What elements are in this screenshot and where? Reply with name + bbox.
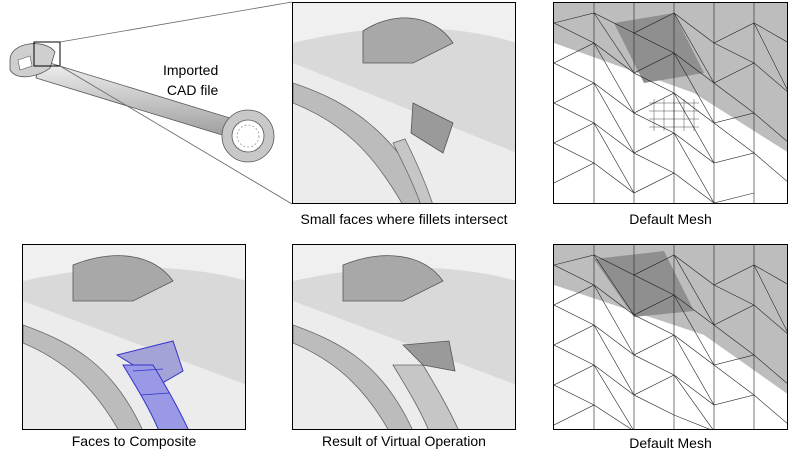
caption-default-mesh-bottom: Default Mesh [629, 435, 712, 451]
panel-default-mesh-top [553, 2, 788, 204]
panel-result-virtual [292, 244, 516, 430]
imported-cad-label: Imported CAD file [163, 60, 218, 100]
panel-default-mesh-bottom [553, 244, 788, 430]
caption-faces-to-composite: Faces to Composite [71, 433, 197, 449]
imported-cad-label-line1: Imported [163, 62, 219, 78]
panel-faces-to-composite [22, 244, 246, 430]
imported-cad-label-line2: CAD file [166, 82, 219, 98]
caption-default-mesh-top: Default Mesh [629, 211, 712, 227]
wrench-cad-model [9, 41, 275, 163]
caption-small-faces: Small faces where fillets intersect [300, 211, 508, 227]
caption-result-virtual: Result of Virtual Operation [322, 433, 486, 449]
panel-small-faces [292, 2, 516, 204]
